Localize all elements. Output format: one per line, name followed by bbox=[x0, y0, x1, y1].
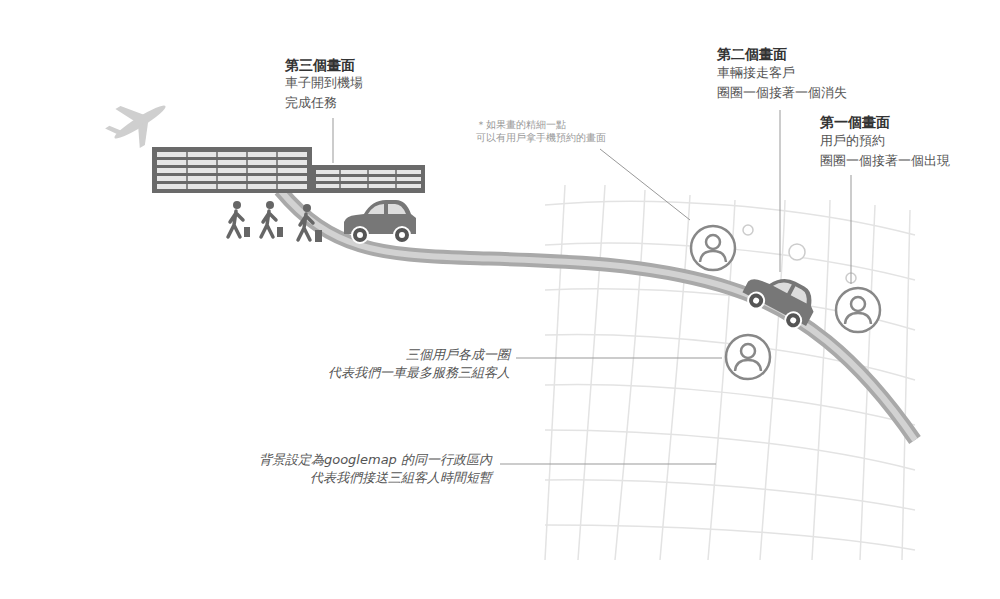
airport-terminal bbox=[340, 168, 396, 190]
map-grid bbox=[615, 190, 645, 560]
car bbox=[399, 232, 405, 238]
airport-terminal bbox=[339, 168, 341, 190]
walking-traveller bbox=[277, 227, 283, 237]
car bbox=[782, 309, 804, 331]
map-pin-dot bbox=[743, 225, 753, 235]
car bbox=[738, 262, 822, 334]
airport-terminal bbox=[395, 168, 397, 190]
car bbox=[773, 277, 811, 304]
walking-traveller bbox=[266, 201, 274, 209]
walking-traveller bbox=[261, 201, 283, 237]
map-grid bbox=[812, 200, 830, 560]
map-grid bbox=[578, 185, 605, 560]
airport-terminal bbox=[246, 150, 248, 190]
airport-terminal bbox=[157, 152, 307, 189]
airport-terminal bbox=[367, 168, 369, 190]
leader-line bbox=[851, 175, 852, 284]
car bbox=[357, 232, 363, 238]
road bbox=[280, 190, 915, 440]
walking-traveller bbox=[298, 214, 313, 240]
walking-traveller bbox=[303, 204, 311, 212]
user-icon bbox=[726, 335, 770, 379]
road bbox=[280, 190, 915, 440]
airport-terminal bbox=[157, 176, 307, 181]
map-grid bbox=[545, 185, 565, 560]
car bbox=[789, 316, 797, 324]
note-text: ＊如果畫的精細一點 可以有用戶拿手機預約的畫面 bbox=[476, 118, 609, 144]
car bbox=[752, 296, 760, 304]
map-grid bbox=[545, 480, 915, 510]
scene-heading: 第二個畫面 bbox=[717, 44, 787, 64]
annotation-text: 背景設定為googlemap 的同一行政區內 代表我們接送三組客人時間短暫 bbox=[255, 451, 492, 487]
airport-terminal bbox=[157, 184, 307, 189]
leader-line bbox=[500, 464, 716, 465]
car bbox=[394, 227, 410, 243]
map-pin-dot bbox=[789, 244, 805, 260]
walking-traveller bbox=[244, 227, 250, 237]
map-grid bbox=[545, 525, 915, 550]
scene-heading: 第三個畫面 bbox=[285, 55, 355, 75]
user-icon bbox=[691, 226, 880, 379]
walking-traveller bbox=[228, 201, 250, 237]
user-icon bbox=[741, 344, 755, 358]
airport-terminal bbox=[152, 147, 312, 193]
airport-terminal bbox=[312, 165, 425, 193]
map-grid bbox=[545, 385, 915, 425]
scene-heading: 第一個畫面 bbox=[820, 112, 890, 132]
leader-line bbox=[333, 110, 851, 464]
airport-terminal bbox=[187, 150, 277, 190]
leader-line bbox=[600, 149, 690, 220]
airport-terminal bbox=[157, 152, 307, 157]
airplane bbox=[105, 122, 122, 138]
airport-terminal bbox=[157, 168, 307, 173]
scene-description: 用戶的預約 圈圈一個接著一個出現 bbox=[820, 131, 953, 171]
airport-terminal bbox=[276, 150, 278, 190]
scene-description: 車輛接走客戶 圈圈一個接著一個消失 bbox=[717, 63, 850, 103]
leader-line bbox=[333, 118, 334, 163]
walking-traveller bbox=[298, 204, 322, 242]
user-icon bbox=[700, 251, 726, 262]
map-grid bbox=[660, 195, 690, 560]
airport-terminal bbox=[216, 150, 218, 190]
map-pin-dot bbox=[743, 225, 856, 283]
scene-description: 車子開到機場 完成任務 bbox=[285, 73, 366, 113]
car bbox=[745, 290, 767, 312]
user-icon bbox=[726, 335, 770, 379]
user-icon bbox=[691, 226, 735, 270]
user-icon bbox=[851, 297, 865, 311]
airport-terminal bbox=[157, 160, 307, 165]
walking-traveller bbox=[233, 201, 241, 209]
user-icon bbox=[691, 226, 735, 270]
car bbox=[368, 204, 406, 214]
walking-traveller bbox=[228, 201, 322, 242]
airplane bbox=[115, 97, 145, 126]
user-icon bbox=[735, 360, 761, 371]
car bbox=[344, 200, 416, 243]
walking-traveller bbox=[261, 211, 276, 237]
user-icon bbox=[836, 288, 880, 332]
walking-traveller bbox=[228, 211, 243, 237]
walking-traveller bbox=[315, 230, 322, 242]
leader-line bbox=[516, 358, 722, 359]
car bbox=[742, 262, 822, 326]
user-icon bbox=[836, 288, 880, 332]
leader-line bbox=[780, 110, 781, 272]
user-icon bbox=[706, 235, 720, 249]
user-icon bbox=[845, 313, 871, 324]
airport-terminal bbox=[152, 147, 425, 193]
airplane bbox=[130, 120, 159, 148]
road bbox=[280, 190, 915, 440]
car bbox=[352, 227, 368, 243]
annotation-text: 三個用戶各成一圈 代表我們一車最多服務三組客人 bbox=[325, 346, 510, 382]
map-grid bbox=[545, 201, 915, 235]
airport-terminal bbox=[186, 150, 188, 190]
